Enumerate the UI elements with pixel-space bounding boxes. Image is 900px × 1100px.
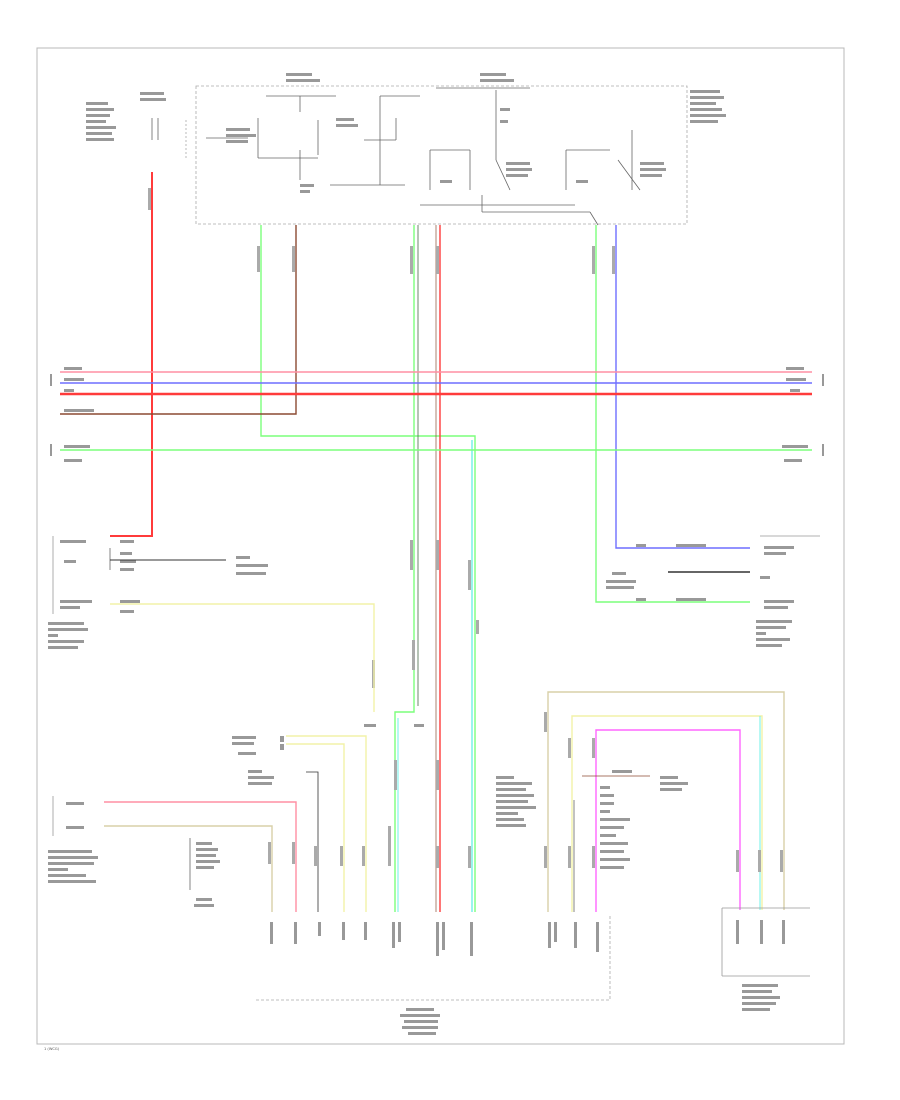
right-module: [606, 535, 820, 647]
wire-green-c: [595, 225, 750, 603]
pressure-sensor: [721, 907, 810, 1011]
wire-yellow-a: [286, 735, 367, 912]
wire-brown: [60, 225, 297, 415]
wire-yellow-right: [571, 715, 763, 912]
bus-labels: [50, 367, 824, 462]
relay-block-outline: [195, 85, 688, 225]
relay-internals: [206, 87, 641, 226]
wire-red-feed: [110, 172, 153, 537]
wire-black-center: [306, 771, 319, 912]
wire-green-b: [394, 225, 415, 912]
wire-blue-right: [615, 225, 750, 549]
top-left-fuse: [86, 92, 166, 141]
wire-magenta-right: [595, 729, 741, 912]
left-module: [48, 536, 268, 649]
ecu-connector: [256, 916, 611, 1035]
wire-tan-right: [547, 691, 785, 912]
footer-code: 1 (WCG): [44, 1047, 60, 1051]
wire-green-a: [260, 225, 476, 912]
wire-yellow-b: [286, 743, 345, 912]
bottom-center-labels: [232, 724, 424, 785]
wire-tags: [148, 188, 615, 688]
relay-block-labels: [226, 73, 726, 193]
bottom-left-sensor: [48, 796, 220, 907]
wire-tan-sensor: [104, 825, 273, 912]
diagram-frame: [36, 47, 845, 1045]
wire-pink-sensor: [104, 801, 297, 912]
bottom-right-labels: [496, 770, 688, 869]
wire-yellow-sensor: [110, 603, 375, 712]
bottom-wire-tags: [268, 712, 783, 872]
